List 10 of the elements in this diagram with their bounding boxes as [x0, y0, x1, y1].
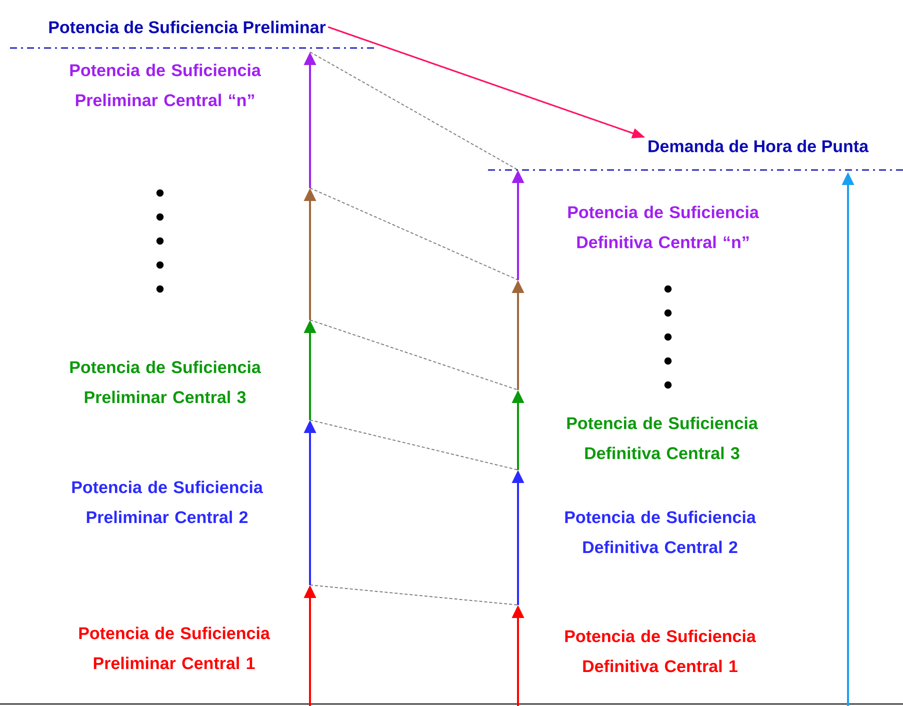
value-label: Potencia de Suficiencia Preliminar Central 2: [72, 480, 263, 524]
value-label: Potencia de Suficiencia Preliminar Central “n”: [70, 64, 261, 106]
value-label: Potencia de Suficiencia Preliminar Central 1: [79, 626, 270, 670]
heading-text: Potencia de Suficiencia Preliminar: [49, 20, 326, 34]
heading-text: Demanda de Hora de Punta: [648, 140, 869, 152]
value-label: Potencia de Suficiencia Preliminar Central 3: [70, 360, 261, 404]
value-label: Potencia de Suficiencia Definitiva Central 1: [565, 630, 756, 672]
value-label: Potencia de Suficiencia Definitiva Central 2: [565, 510, 756, 554]
value-label: Potencia de Suficiencia Definitiva Central 3: [567, 416, 758, 460]
value-label: Potencia de Suficiencia Definitiva Central “n”: [568, 206, 759, 248]
